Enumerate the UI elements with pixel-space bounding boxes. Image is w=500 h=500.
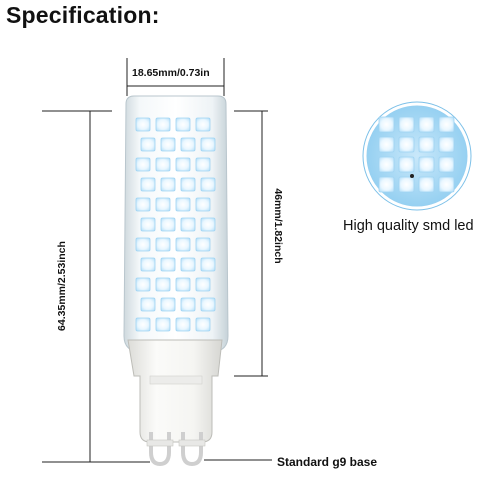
led-chip — [175, 197, 191, 212]
led-chip — [160, 257, 176, 272]
chip-marker-dot — [410, 174, 414, 178]
led-chip — [175, 317, 191, 332]
led-chip — [438, 176, 455, 193]
width-dimension — [126, 58, 225, 96]
led-chip — [378, 176, 395, 193]
led-chip — [200, 297, 216, 312]
led-closeup — [362, 101, 472, 211]
led-chip — [175, 117, 191, 132]
page-title: Specification: — [6, 2, 160, 28]
body-height-dimension — [234, 110, 268, 377]
led-chip — [135, 237, 151, 252]
led-chip — [378, 156, 395, 173]
led-chip — [175, 157, 191, 172]
led-chip — [135, 317, 151, 332]
led-chip — [140, 177, 156, 192]
total-height-label: 64.35mm/2.53inch — [56, 241, 68, 331]
led-chip — [195, 237, 211, 252]
led-chip — [180, 297, 196, 312]
led-chip — [160, 217, 176, 232]
led-chip — [140, 257, 156, 272]
led-chip — [200, 177, 216, 192]
led-chip — [200, 217, 216, 232]
led-chip — [438, 156, 455, 173]
led-chip — [135, 157, 151, 172]
led-chip — [135, 197, 151, 212]
led-chip — [155, 317, 171, 332]
led-array — [135, 117, 216, 332]
led-chip — [195, 317, 211, 332]
led-chip — [200, 257, 216, 272]
width-label: 18.65mm/0.73in — [132, 67, 210, 79]
led-chip — [418, 136, 435, 153]
led-chip — [398, 176, 415, 193]
led-chip — [175, 277, 191, 292]
led-chip — [180, 217, 196, 232]
led-chip — [195, 197, 211, 212]
total-height-dimension — [42, 110, 150, 463]
led-chip — [155, 117, 171, 132]
led-chip — [140, 137, 156, 152]
led-chip — [438, 116, 455, 133]
led-chip — [135, 277, 151, 292]
led-chip — [155, 237, 171, 252]
led-chip — [135, 117, 151, 132]
led-chip — [155, 277, 171, 292]
led-chip — [418, 116, 435, 133]
led-chip — [398, 136, 415, 153]
led-chip — [180, 137, 196, 152]
led-chip — [155, 197, 171, 212]
body-height-label: 46mm/1.82inch — [272, 188, 284, 264]
led-chip — [378, 136, 395, 153]
led-chip — [140, 297, 156, 312]
led-chip — [160, 177, 176, 192]
led-chip — [155, 157, 171, 172]
led-chip — [418, 156, 435, 173]
led-chip — [160, 137, 176, 152]
led-chip — [140, 217, 156, 232]
led-chip — [160, 297, 176, 312]
led-chip — [175, 237, 191, 252]
led-chip — [195, 277, 211, 292]
led-chip — [418, 176, 435, 193]
led-chip — [398, 116, 415, 133]
led-chip — [398, 156, 415, 173]
led-chip — [195, 157, 211, 172]
led-chip — [180, 177, 196, 192]
led-chip — [378, 116, 395, 133]
led-chip — [200, 137, 216, 152]
led-chip — [438, 136, 455, 153]
led-chip — [195, 117, 211, 132]
base-caption: Standard g9 base — [277, 455, 378, 469]
led-quality-caption: High quality smd led — [343, 218, 474, 234]
led-chip — [180, 257, 196, 272]
